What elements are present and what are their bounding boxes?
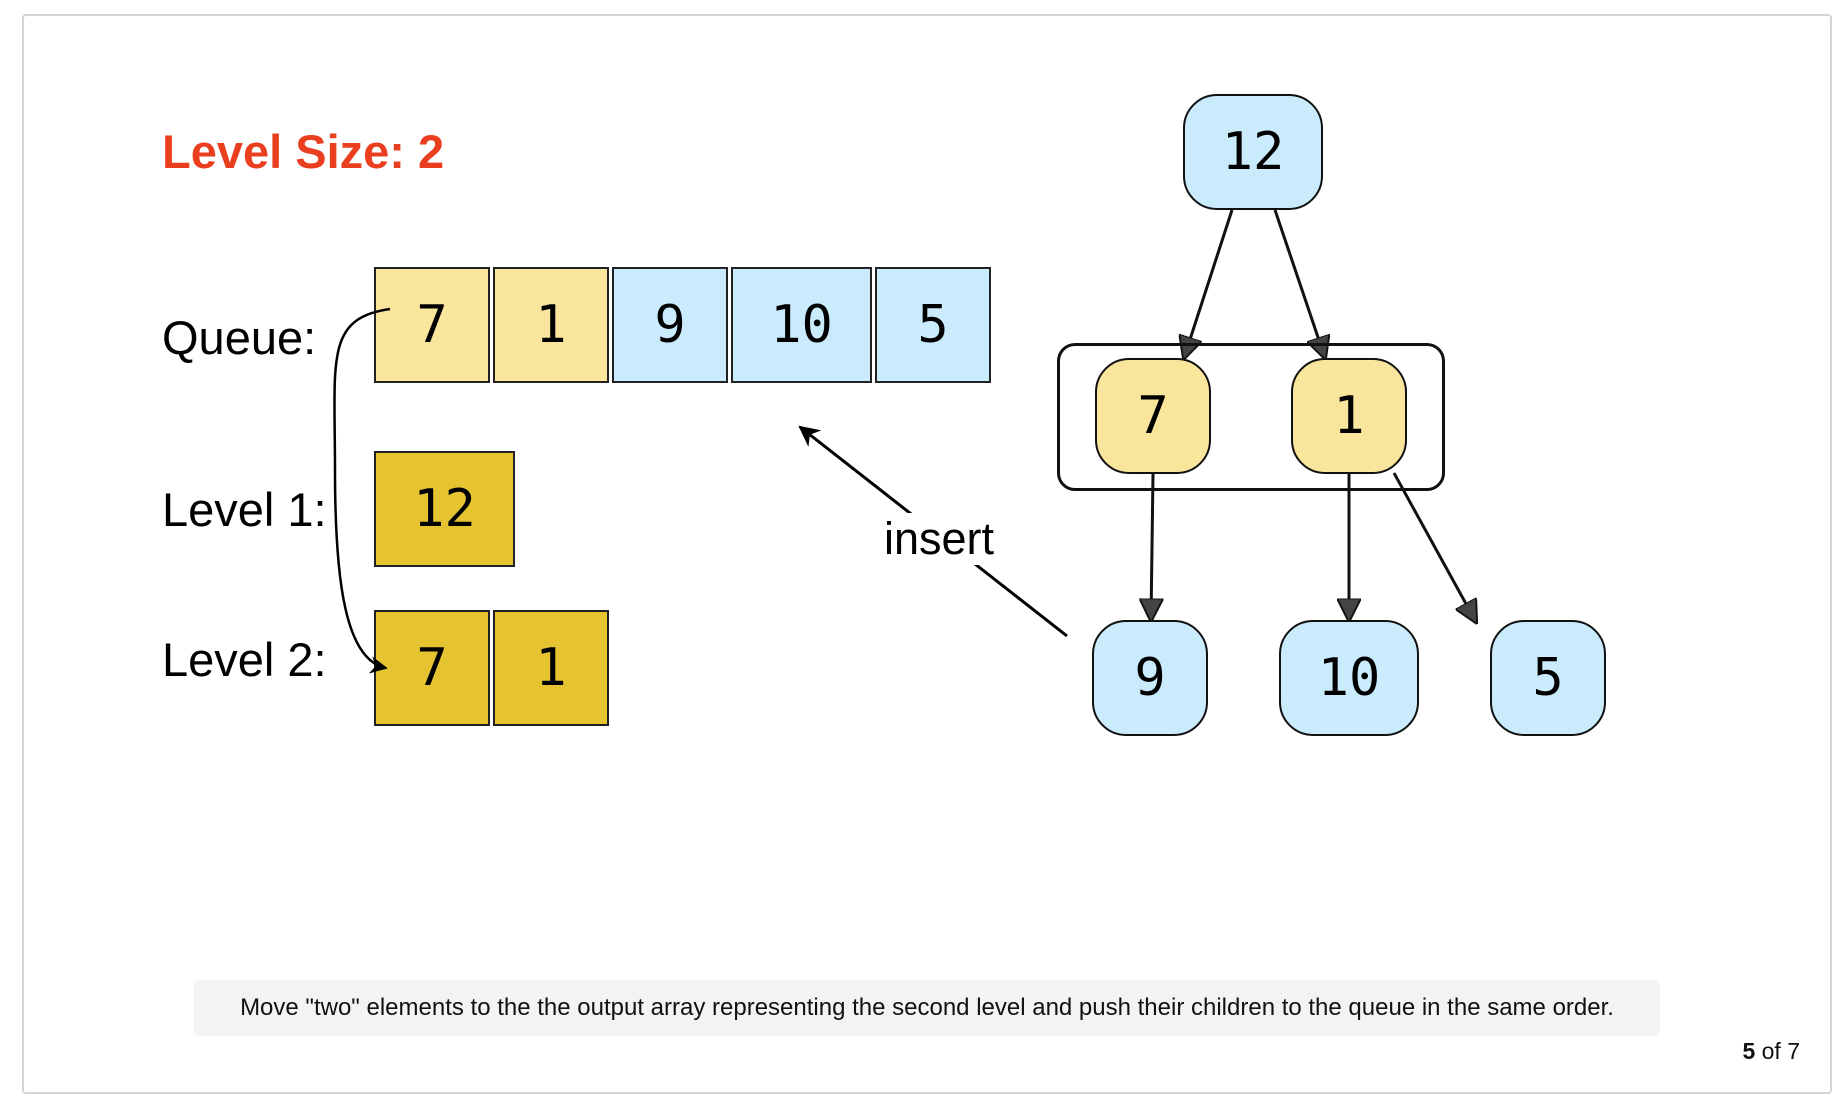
level1-cell: 12 — [374, 451, 515, 567]
tree-edge — [1151, 473, 1153, 620]
tree-node-root: 12 — [1183, 94, 1323, 210]
pager-total: 7 — [1787, 1038, 1800, 1064]
pager-current: 5 — [1742, 1038, 1756, 1064]
queue-cell: 7 — [374, 267, 490, 383]
tree-node: 7 — [1095, 358, 1211, 474]
step-caption: Move "two" elements to the the output ar… — [194, 980, 1660, 1036]
tree-node: 10 — [1279, 620, 1419, 736]
tree-edge — [1392, 472, 1476, 622]
current-level-group — [1057, 343, 1445, 491]
pager-separator: of — [1761, 1038, 1781, 1064]
insert-label: insert — [882, 513, 997, 565]
queue-cell: 5 — [875, 267, 991, 383]
level2-cell: 1 — [493, 610, 609, 726]
level2-cell: 7 — [374, 610, 490, 726]
tree-node: 9 — [1092, 620, 1208, 736]
queue-cell: 9 — [612, 267, 728, 383]
queue-cell: 1 — [493, 267, 609, 383]
queue-label: Queue: — [162, 311, 317, 364]
tree-edge — [1184, 209, 1234, 358]
tree-edge — [1273, 209, 1325, 358]
level-size-title: Level Size: 2 — [162, 125, 445, 178]
level2-label: Level 2: — [162, 633, 327, 686]
tree-node: 5 — [1490, 620, 1606, 736]
step-pager: 5 of 7 — [1742, 1038, 1800, 1065]
queue-cell: 10 — [731, 267, 872, 383]
move-arrow — [333, 307, 391, 674]
level1-label: Level 1: — [162, 483, 327, 536]
tree-node: 1 — [1291, 358, 1407, 474]
